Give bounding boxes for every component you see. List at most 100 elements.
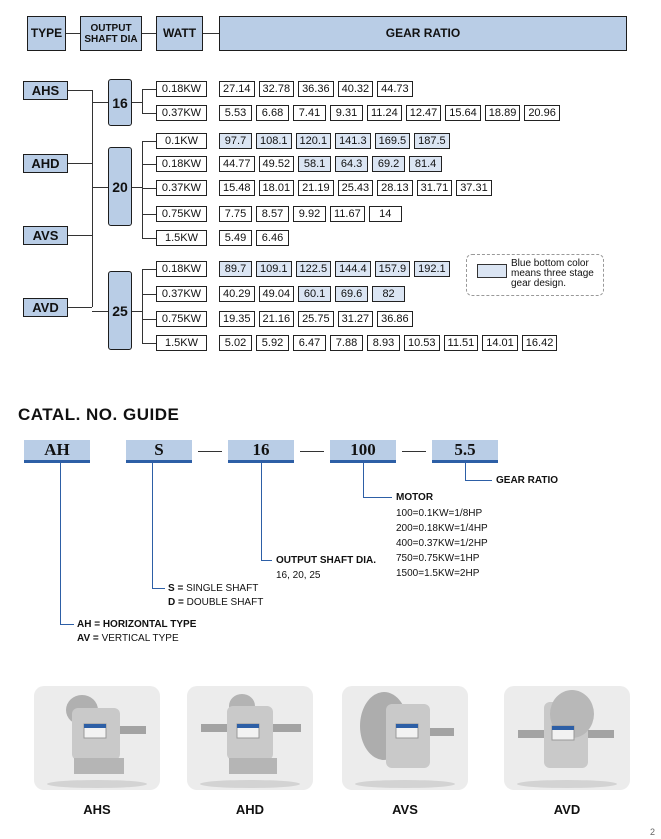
ratio-cell: 7.41 bbox=[293, 105, 326, 121]
type-header: TYPE bbox=[27, 16, 66, 51]
ratio-cell-three-stage: 81.4 bbox=[409, 156, 443, 172]
ratio-cell: 36.36 bbox=[298, 81, 334, 97]
connector bbox=[142, 141, 143, 238]
ratio-cell: 18.01 bbox=[258, 180, 295, 196]
leader-line bbox=[152, 463, 153, 588]
connector bbox=[142, 343, 156, 344]
ratio-cell-three-stage: 108.1 bbox=[256, 133, 292, 149]
ratio-cell: 20.96 bbox=[524, 105, 560, 121]
ratio-cell-three-stage: 157.9 bbox=[374, 261, 411, 277]
watt-box: 0.18KW bbox=[156, 261, 207, 277]
leader-line bbox=[60, 463, 61, 624]
product-image-ahd bbox=[187, 686, 313, 790]
ratio-cell: 14 bbox=[368, 206, 402, 222]
connector bbox=[142, 269, 156, 270]
type-avd: AVD bbox=[23, 298, 68, 317]
code-output-shaft: 16 bbox=[228, 440, 294, 463]
ratio-cell: 7.75 bbox=[219, 206, 252, 222]
type-ahs: AHS bbox=[23, 81, 68, 100]
ratio-cell-three-stage: 144.4 bbox=[335, 261, 371, 277]
ratio-cell: 25.75 bbox=[298, 311, 334, 327]
ratio-cell: 9.92 bbox=[293, 206, 326, 222]
ratio-cell: 19.35 bbox=[219, 311, 255, 327]
connector bbox=[92, 311, 108, 312]
ratio-cell-three-stage: 69.2 bbox=[372, 156, 406, 172]
ratio-cell: 5.49 bbox=[219, 230, 252, 246]
ratio-cell: 8.57 bbox=[256, 206, 289, 222]
watt-box: 0.18KW bbox=[156, 81, 207, 97]
ratio-cell: 18.89 bbox=[484, 105, 521, 121]
leader-line bbox=[363, 497, 392, 498]
ratio-cell: 10.53 bbox=[404, 335, 440, 351]
guide-title: CATAL. NO. GUIDE bbox=[18, 405, 180, 424]
watt-box: 0.37KW bbox=[156, 180, 207, 196]
connector bbox=[132, 102, 142, 103]
ratio-cell: 44.77 bbox=[219, 156, 255, 172]
ratio-cell-three-stage: 82 bbox=[372, 286, 406, 302]
leader-line bbox=[60, 624, 74, 625]
watt-box: 0.18KW bbox=[156, 156, 207, 172]
motor-line: 750=0.75KW=1HP bbox=[396, 553, 480, 564]
double-shaft-code: D = bbox=[168, 597, 184, 608]
ratio-cell-three-stage: 58.1 bbox=[298, 156, 332, 172]
ratio-cell: 21.19 bbox=[298, 180, 334, 196]
product-label-avs: AVS bbox=[392, 802, 418, 817]
ratio-cell-three-stage: 122.5 bbox=[295, 261, 332, 277]
connector bbox=[68, 235, 92, 236]
leader-line bbox=[261, 463, 262, 560]
legend-text: Blue bottom color means three stage gear… bbox=[511, 258, 594, 289]
shaft-20: 20 bbox=[108, 147, 132, 226]
connector bbox=[142, 238, 156, 239]
single-shaft-text: SINGLE SHAFT bbox=[186, 583, 259, 594]
output-shaft-values: 16, 20, 25 bbox=[276, 570, 321, 581]
connector bbox=[92, 187, 108, 188]
double-shaft-line: D = DOUBLE SHAFT bbox=[168, 596, 263, 609]
page-number: 2 bbox=[650, 827, 656, 837]
connector bbox=[142, 89, 156, 90]
connector bbox=[66, 33, 80, 34]
product-image-avd bbox=[504, 686, 630, 790]
separator-dash bbox=[402, 451, 426, 452]
ratio-cell: 6.46 bbox=[256, 230, 289, 246]
ratio-cell: 6.47 bbox=[293, 335, 326, 351]
vertical-type-text: VERTICAL TYPE bbox=[101, 633, 179, 644]
ratio-cell: 11.24 bbox=[367, 105, 402, 121]
ratio-cell-three-stage: 120.1 bbox=[295, 133, 332, 149]
motor-line: 200=0.18KW=1/4HP bbox=[396, 523, 488, 534]
connector bbox=[132, 311, 142, 312]
ratio-cell: 28.13 bbox=[377, 180, 413, 196]
code-motor: 100 bbox=[330, 440, 396, 463]
watt-box: 0.1KW bbox=[156, 133, 207, 149]
watt-box: 1.5KW bbox=[156, 335, 207, 351]
ratio-cell: 15.64 bbox=[445, 105, 481, 121]
connector bbox=[142, 188, 156, 189]
separator-dash bbox=[300, 451, 324, 452]
output-shaft-dia-header: OUTPUT SHAFT DIA bbox=[80, 16, 142, 51]
ratio-cell-three-stage: 192.1 bbox=[414, 261, 450, 277]
connector bbox=[142, 89, 143, 113]
watt-box: 1.5KW bbox=[156, 230, 207, 246]
watt-box: 0.37KW bbox=[156, 286, 207, 302]
connector bbox=[142, 294, 156, 295]
ratio-cell: 27.14 bbox=[219, 81, 255, 97]
ratio-cell: 11.51 bbox=[443, 335, 479, 351]
connector bbox=[68, 163, 92, 164]
separator-dash bbox=[198, 451, 222, 452]
ratio-cell: 5.02 bbox=[219, 335, 252, 351]
ratio-cell: 6.68 bbox=[256, 105, 289, 121]
product-image-avs bbox=[342, 686, 468, 790]
product-label-avd: AVD bbox=[553, 802, 581, 817]
ratio-cell-three-stage: 109.1 bbox=[256, 261, 292, 277]
ratio-cell: 40.32 bbox=[337, 81, 374, 97]
ratio-cell: 14.01 bbox=[482, 335, 518, 351]
leader-line bbox=[152, 588, 165, 589]
legend: Blue bottom color means three stage gear… bbox=[466, 254, 604, 296]
ratio-cell: 37.31 bbox=[456, 180, 492, 196]
connector bbox=[142, 164, 156, 165]
